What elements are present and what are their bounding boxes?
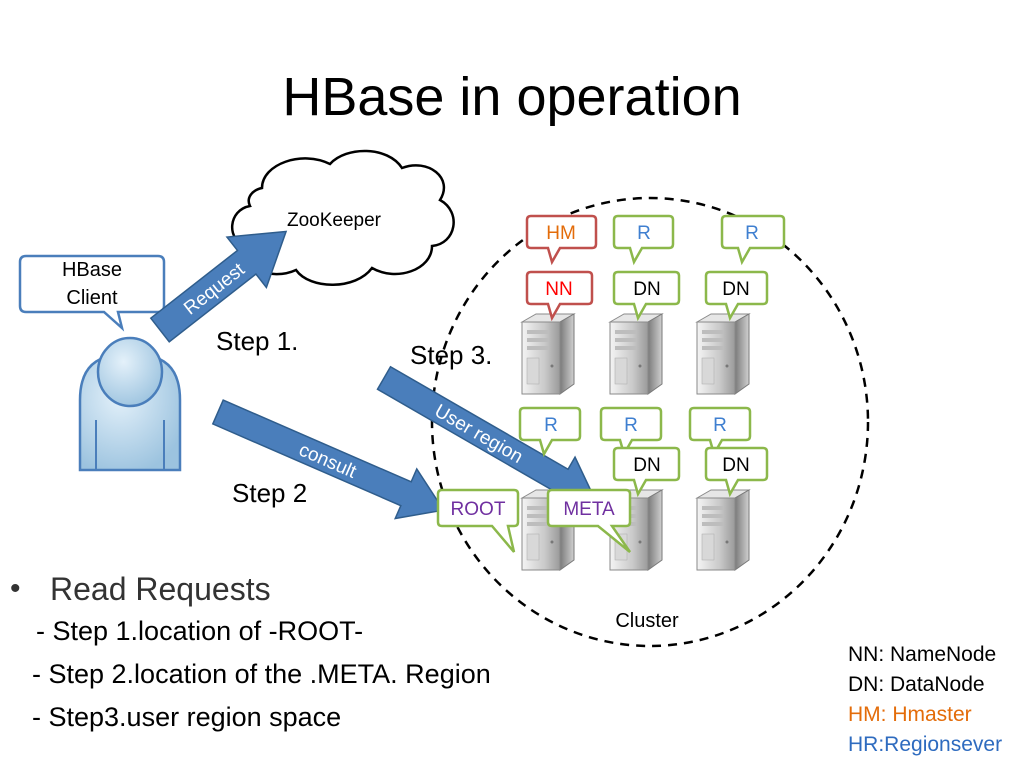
meta-callout-label: META (563, 499, 615, 520)
read-requests-list: • Read Requests - Step 1.location of -RO… (10, 568, 491, 739)
client-callout: HBase Client (18, 254, 166, 332)
r-callout-label: R (713, 415, 727, 436)
client-label-line2: Client (66, 287, 118, 309)
r-callout-label: R (544, 415, 558, 436)
step3-label: Step 3. (410, 340, 492, 370)
user-region-arrow-label: User region (431, 401, 527, 468)
cluster-boundary (430, 196, 870, 648)
list-item: - Step 2.location of the .META. Region (32, 659, 491, 689)
legend-nn: NN: NameNode (848, 643, 997, 666)
legend-hm: HM: Hmaster (848, 703, 972, 726)
legend-dn: DN: DataNode (848, 673, 985, 696)
client-person-icon (78, 336, 182, 472)
read-requests-heading: Read Requests (50, 571, 271, 607)
legend: NN: NameNode DN: DataNode HM: Hmaster HR… (848, 640, 1002, 760)
server-icon (521, 313, 575, 395)
dn-callout-label: DN (722, 455, 749, 476)
list-item: - Step 1.location of -ROOT- (36, 616, 364, 646)
meta-callout: META (546, 488, 632, 553)
r-callout-label: R (745, 223, 759, 244)
read-requests-heading-row: • Read Requests (10, 568, 491, 610)
page-title: HBase in operation (282, 67, 742, 127)
server-icon (696, 489, 750, 571)
hm-callout: HM (525, 214, 598, 266)
r-callout-label: R (637, 223, 651, 244)
hm-callout-label: HM (546, 223, 576, 244)
dn-callout: DN (704, 270, 769, 322)
dn-callout: DN (612, 270, 681, 322)
r-callout: R (518, 406, 582, 458)
server-icon (696, 313, 750, 395)
r-callout-label: R (624, 415, 638, 436)
dn-callout-label: DN (633, 455, 660, 476)
nn-callout-label: NN (545, 279, 572, 300)
step2-label: Step 2 (232, 478, 307, 508)
step1-label: Step 1. (216, 326, 298, 356)
legend-hr: HR:Regionsever (848, 733, 1003, 756)
root-callout-label: ROOT (451, 499, 506, 520)
list-item: - Step3.user region space (32, 702, 342, 732)
r-callout: R (720, 214, 786, 266)
nn-callout: NN (525, 270, 594, 322)
dn-callout: DN (704, 446, 769, 498)
zookeeper-label: ZooKeeper (287, 210, 382, 231)
root-callout: ROOT (436, 488, 520, 553)
r-callout: R (612, 214, 675, 266)
dn-callout-label: DN (722, 279, 749, 300)
cluster-label: Cluster (615, 610, 679, 632)
client-label-line1: HBase (62, 259, 122, 281)
dn-callout: DN (612, 446, 681, 498)
dn-callout-label: DN (633, 279, 660, 300)
bullet-dot-icon: • (10, 572, 21, 605)
server-icon (609, 313, 663, 395)
